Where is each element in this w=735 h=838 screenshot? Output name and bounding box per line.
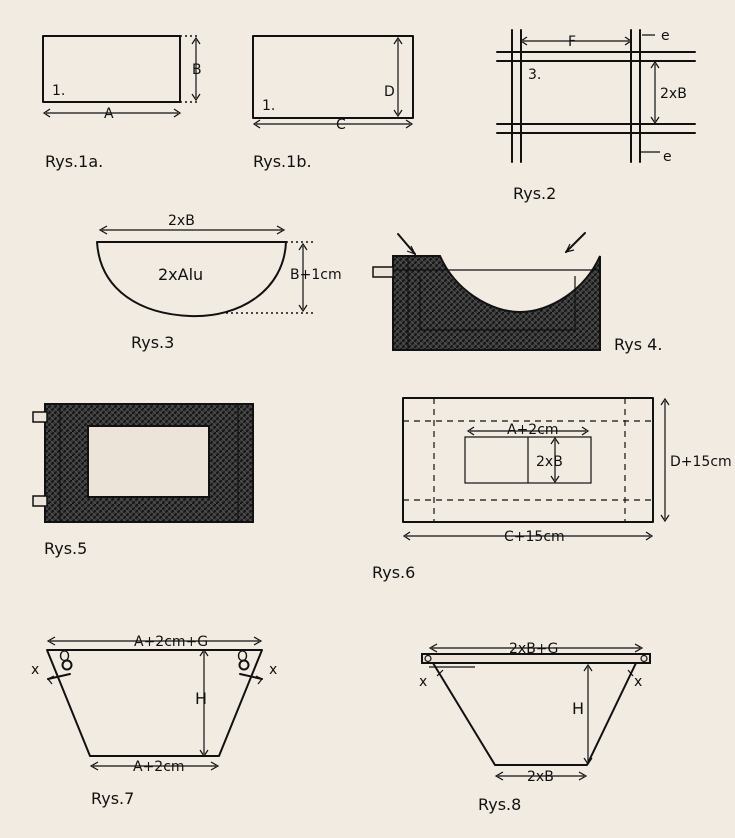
handle-top bbox=[32, 411, 48, 423]
fig1b-width-label: C bbox=[336, 117, 346, 133]
fig3-area-label: 2xAlu bbox=[158, 265, 203, 284]
hole-left bbox=[61, 659, 73, 671]
figure-8: 2xB+G H 2xB x x Rys.8 bbox=[419, 641, 651, 814]
fig7-top-label: A+2cm+G bbox=[134, 634, 208, 650]
fig1a-width-label: A bbox=[104, 106, 114, 122]
semicircle-shape bbox=[96, 241, 287, 318]
fig2-number: 3. bbox=[528, 67, 541, 83]
figure-1a: 1. B A Rys.1a. bbox=[42, 35, 202, 171]
fig7-caption: Rys.7 bbox=[91, 789, 134, 808]
trapezoid-8 bbox=[432, 662, 637, 766]
fig8-bottom-label: 2xB bbox=[527, 769, 554, 785]
fig2-e-top: e bbox=[661, 28, 670, 44]
fig2-right-label: 2xB bbox=[660, 86, 687, 102]
fig7-bottom-label: A+2cm bbox=[133, 759, 185, 775]
fig8-x-left: x bbox=[419, 674, 427, 690]
fig7-o-left: O bbox=[59, 649, 70, 665]
fig1b-caption: Rys.1b. bbox=[253, 152, 312, 171]
fig6-caption: Rys.6 bbox=[372, 563, 415, 582]
fig4-caption: Rys 4. bbox=[614, 335, 662, 354]
fig6-bottom-label: C+15cm bbox=[504, 529, 565, 545]
fig5-caption: Rys.5 bbox=[44, 539, 87, 558]
frame-opening bbox=[87, 425, 210, 498]
figure-3: 2xB 2xAlu B+1cm Rys.3 bbox=[96, 213, 342, 352]
fig8-height-label: H bbox=[572, 699, 584, 718]
handle-bottom bbox=[32, 495, 48, 507]
fig8-x-right: x bbox=[634, 674, 642, 690]
left-handle bbox=[372, 266, 394, 278]
fig6-inner-top: A+2cm bbox=[507, 422, 559, 438]
fig2-caption: Rys.2 bbox=[513, 184, 556, 203]
fig8-top-label: 2xB+G bbox=[509, 641, 558, 657]
trapezoid-7 bbox=[46, 649, 263, 757]
fig1b-height-label: D bbox=[384, 84, 395, 100]
fig1a-height-label: B bbox=[192, 62, 202, 78]
fig2-e-bottom: e bbox=[663, 149, 672, 165]
fig7-x-left: x bbox=[31, 662, 39, 678]
top-bar-8 bbox=[421, 653, 651, 664]
fig6-right-label: D+15cm bbox=[670, 454, 732, 470]
fig3-caption: Rys.3 bbox=[131, 333, 174, 352]
fig2-top-label: F bbox=[568, 34, 576, 50]
hole-right bbox=[238, 659, 250, 671]
figure-2: F 2xB e e 3. Rys.2 bbox=[496, 28, 696, 203]
fig1b-number: 1. bbox=[262, 98, 275, 114]
fig7-x-right: x bbox=[269, 662, 277, 678]
fig7-height-label: H bbox=[195, 689, 207, 708]
fig3-right-label: B+1cm bbox=[290, 267, 342, 283]
panel-6-rect bbox=[402, 397, 654, 523]
hatched-block bbox=[392, 255, 601, 351]
panel-1a-rect bbox=[42, 35, 181, 103]
figure-4: Rys 4. bbox=[372, 232, 662, 354]
figure-5: Rys.5 bbox=[32, 403, 254, 558]
fig7-o-right: O bbox=[237, 649, 248, 665]
figure-7: A+2cm+G H A+2cm x x O O Rys.7 bbox=[31, 634, 277, 808]
figure-1b: 1. D C Rys.1b. bbox=[252, 35, 414, 171]
fig6-inner-side: 2xB bbox=[536, 454, 563, 470]
fig1a-number: 1. bbox=[52, 83, 65, 99]
fig3-top-label: 2xB bbox=[168, 213, 195, 229]
figure-6: A+2cm 2xB D+15cm C+15cm Rys.6 bbox=[372, 397, 732, 582]
fig1a-caption: Rys.1a. bbox=[45, 152, 103, 171]
fig8-caption: Rys.8 bbox=[478, 795, 521, 814]
panel-1b-rect bbox=[252, 35, 414, 119]
